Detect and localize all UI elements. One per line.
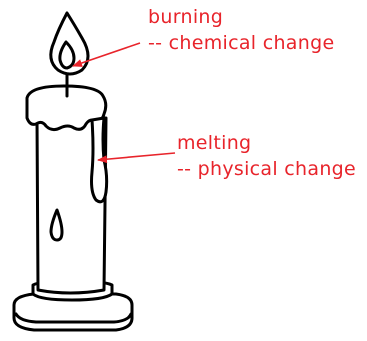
- label-chemical-change: -- chemical change: [148, 32, 334, 54]
- arrow-to-drip: [98, 153, 175, 160]
- annotation-burning: burning -- chemical change: [73, 6, 334, 66]
- label-melting: melting: [177, 132, 251, 154]
- annotation-melting: melting -- physical change: [98, 132, 356, 180]
- candle-body: [27, 86, 107, 293]
- candle-flame: [51, 13, 88, 96]
- label-burning: burning: [148, 6, 223, 28]
- label-physical-change: -- physical change: [177, 158, 356, 180]
